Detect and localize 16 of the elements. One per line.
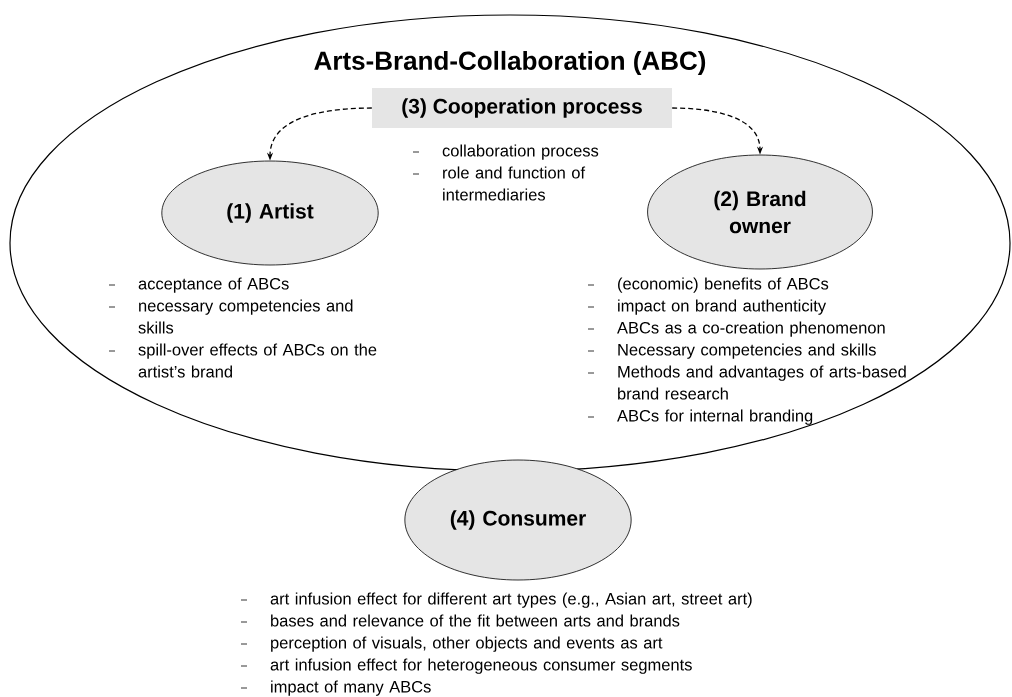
list-item: perception of visuals, other objects and events as art <box>271 636 663 652</box>
list-item: (economic) benefits of ABCs <box>618 277 829 293</box>
list-item: spill-over effects of ABCs on the artist’s brand <box>138 343 377 378</box>
list-item: ABCs for internal branding <box>617 409 813 425</box>
list-item: ABCs as a co-creation phenomenon <box>617 321 885 337</box>
list-item: collaboration process <box>442 144 599 160</box>
list-item: Methods and advantages of arts-based brand research <box>618 365 906 400</box>
list-item: acceptance of ABCs <box>138 277 289 293</box>
list-item: impact on brand authenticity <box>618 299 827 315</box>
list-item: role and function of intermediaries <box>443 166 586 201</box>
list-item: bases and relevance of the fit between arts and brands <box>271 614 680 627</box>
process-box: (3) Cooperation process <box>372 88 672 128</box>
list-item: impact of many ABCs <box>271 680 431 696</box>
list-item: Necessary competencies and skills <box>618 343 876 359</box>
list-item: art infusion effect for different art types (e.g., Asian art, street art) <box>270 592 752 608</box>
list-item: art infusion effect for heterogeneous consumer segments <box>270 658 692 674</box>
